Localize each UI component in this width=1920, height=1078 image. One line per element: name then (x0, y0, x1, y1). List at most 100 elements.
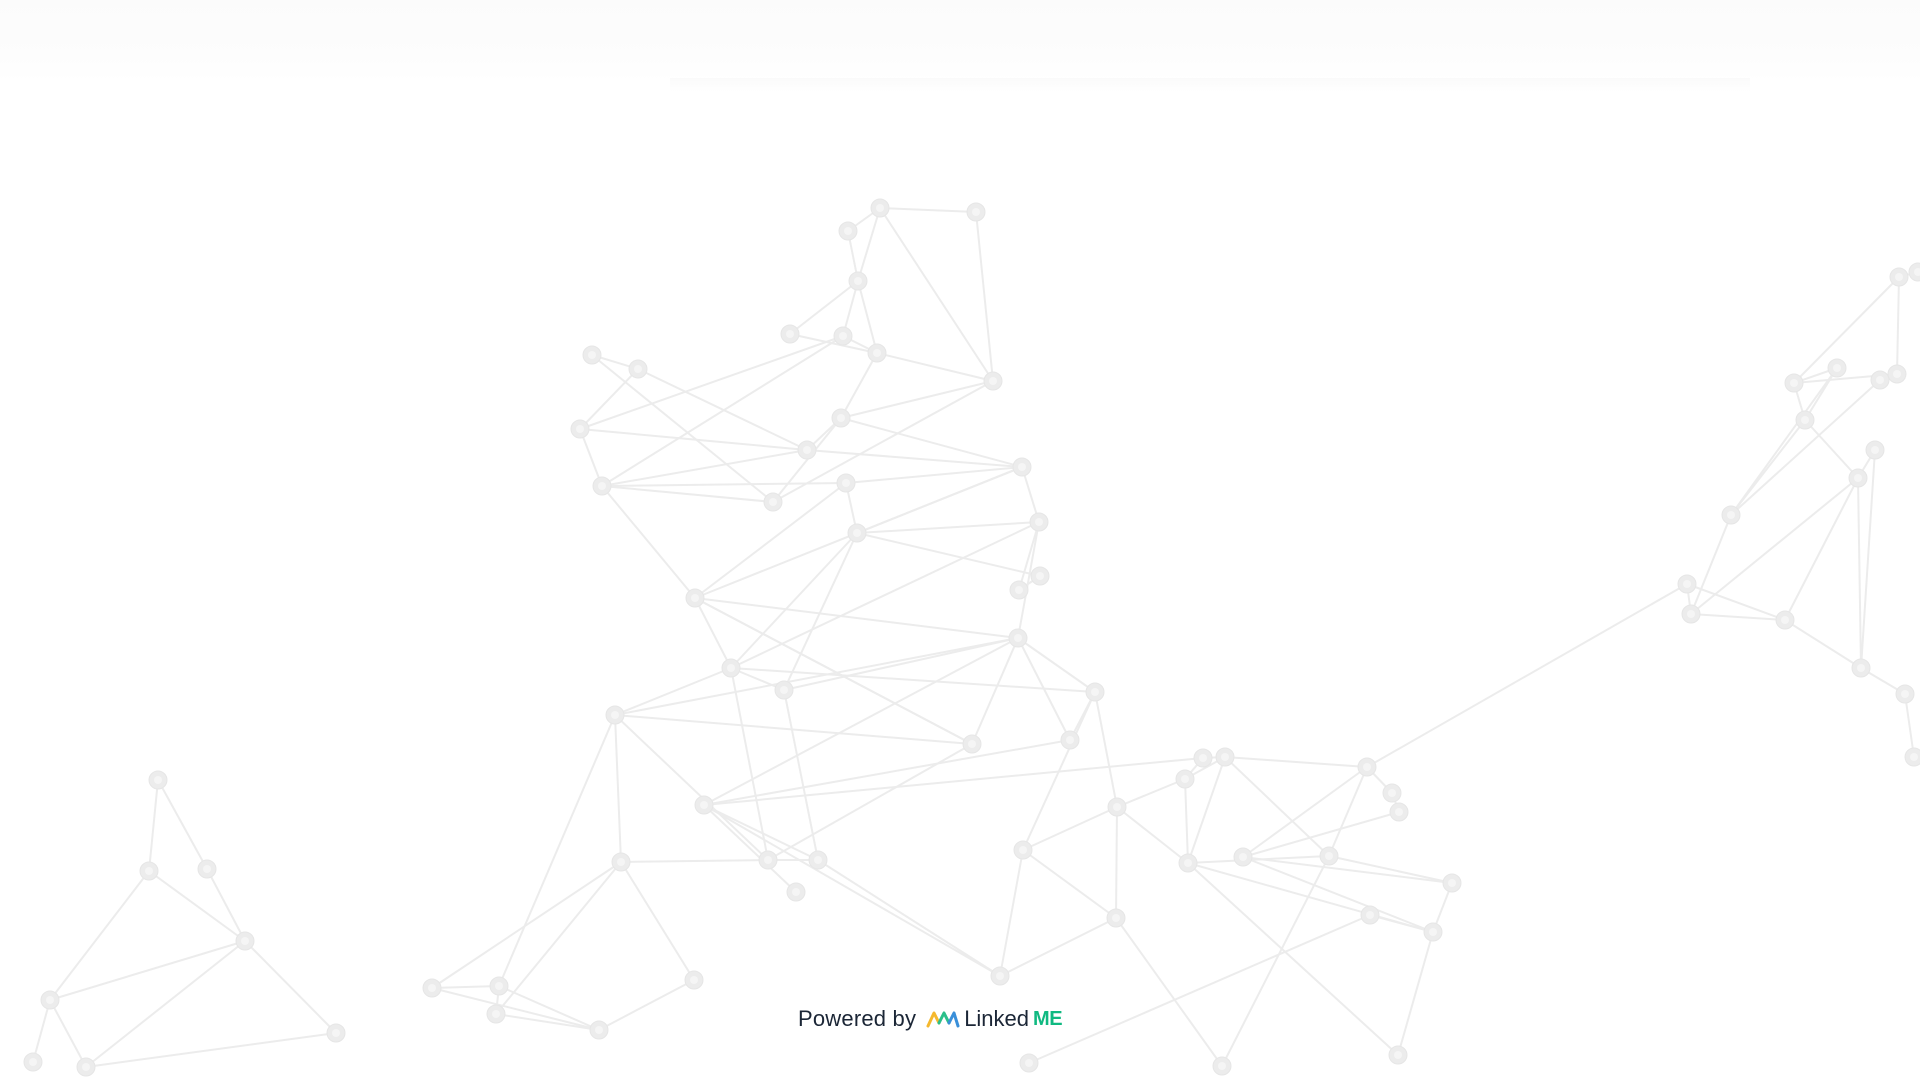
network-node-core (598, 482, 606, 490)
network-edge (614, 714, 973, 745)
network-edge (856, 532, 1041, 577)
network-edge (1686, 583, 1786, 621)
network-node-core (780, 686, 788, 694)
network-edge (85, 1032, 337, 1068)
network-edge (1690, 514, 1732, 615)
network-edge (1242, 811, 1400, 858)
network-edge (1242, 856, 1453, 884)
network-edge (206, 868, 246, 942)
network-edge (806, 449, 1023, 468)
network-edge (817, 859, 1001, 977)
network-edge (879, 207, 994, 382)
network-edge (857, 280, 878, 354)
network-edge (783, 637, 1019, 691)
network-edge (840, 417, 1023, 468)
network-node-core (1871, 446, 1879, 454)
network-node-core (1091, 688, 1099, 696)
network-node-core (1363, 763, 1371, 771)
network-node-core (595, 1026, 603, 1034)
network-edge (1369, 914, 1434, 933)
network-node-core (1683, 580, 1691, 588)
network-edge (703, 739, 1071, 806)
network-node-core (873, 349, 881, 357)
network-edge (703, 804, 1001, 977)
network-node-core (844, 227, 852, 235)
network-edge (49, 999, 87, 1068)
network-node-core (1036, 572, 1044, 580)
network-node-core (1025, 1059, 1033, 1067)
network-node-core (853, 529, 861, 537)
network-node-core (1876, 376, 1884, 384)
network-node-core (691, 594, 699, 602)
network-edge (1187, 756, 1226, 864)
network-node-core (1014, 634, 1022, 642)
network-edge (1904, 693, 1915, 758)
network-node-core (203, 865, 211, 873)
network-node-core (814, 856, 822, 864)
network-edge (1328, 766, 1368, 857)
network-node-core (876, 204, 884, 212)
network-node-core (1394, 1051, 1402, 1059)
network-nodes (23, 198, 1920, 1077)
network-edge (244, 940, 337, 1034)
network-node-core (588, 351, 596, 359)
network-node-core (769, 498, 777, 506)
network-edge (601, 485, 696, 599)
network-edge (620, 861, 695, 981)
network-edge (148, 779, 159, 872)
network-edge (1021, 466, 1040, 523)
network-node-core (1035, 518, 1043, 526)
network-edge (1022, 806, 1118, 851)
network-edge (614, 637, 1019, 716)
network-edge (1116, 778, 1186, 808)
network-node-core (1113, 803, 1121, 811)
network-edge (1784, 619, 1862, 669)
network-edge (1115, 806, 1118, 919)
network-node-core (492, 1010, 500, 1018)
network-edge (85, 940, 246, 1068)
network-node-core (1066, 736, 1074, 744)
network-edge (856, 521, 1040, 534)
network-edge (601, 485, 774, 503)
network-edge (694, 597, 732, 669)
network-node-core (1833, 364, 1841, 372)
network-node-core (241, 937, 249, 945)
network-node-core (842, 479, 850, 487)
network-node-core (1015, 586, 1023, 594)
network-edge (730, 667, 785, 691)
network-edge (876, 352, 994, 382)
network-edge (1690, 613, 1786, 621)
network-node-core (1727, 511, 1735, 519)
network-edge (730, 667, 1096, 693)
network-edge (1896, 276, 1900, 375)
network-edge (703, 804, 797, 893)
network-edge (601, 335, 844, 487)
network-node-core (1448, 879, 1456, 887)
network-node-core (989, 377, 997, 385)
network-node-core (1790, 379, 1798, 387)
network-edge (157, 779, 208, 870)
network-edge (1017, 637, 1096, 693)
brand-suffix: ME (1033, 1007, 1063, 1030)
network-edge (1224, 756, 1330, 857)
network-node-core (611, 711, 619, 719)
network-edge (703, 637, 1019, 806)
network-edge (857, 207, 881, 282)
network-edge (840, 352, 878, 419)
network-edge (49, 940, 246, 1001)
network-node-core (803, 446, 811, 454)
network-edge (840, 380, 994, 419)
network-node-core (145, 867, 153, 875)
network-edge (49, 870, 150, 1001)
network-edge (1224, 756, 1368, 768)
network-node-core (29, 1058, 37, 1066)
network-edge (1018, 521, 1040, 591)
network-node-core (1429, 928, 1437, 936)
network-edge (783, 532, 858, 691)
network-edge (730, 667, 769, 861)
network-node-core (332, 1029, 340, 1037)
network-node-core (1801, 416, 1809, 424)
